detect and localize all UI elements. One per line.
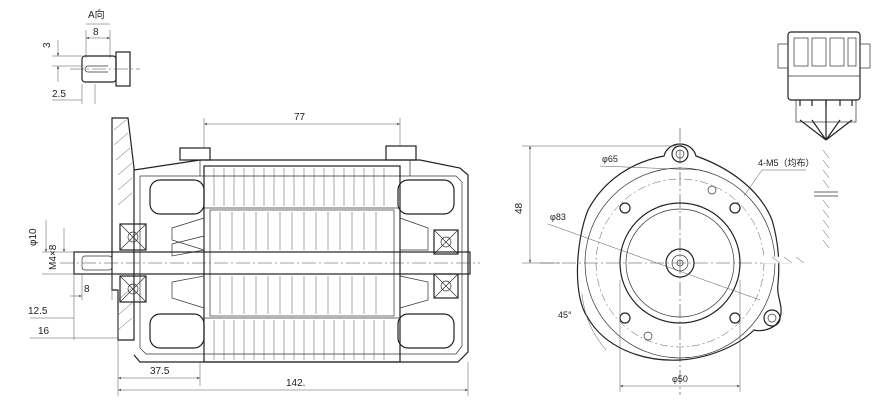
dim-overall-length: 142. xyxy=(286,378,305,389)
front-end-view: φ65 φ83 4-M5（均布） 48 45° φ50 xyxy=(514,31,871,395)
dim-shaft-diameter: φ10 xyxy=(28,228,39,246)
dim-thread: M4×8 xyxy=(48,244,59,270)
dim-angle: 45° xyxy=(558,310,572,320)
rotor-lamination-lines xyxy=(219,212,377,314)
dim-hole-circle-1: φ65 xyxy=(602,154,618,164)
a-view-detail: A向 8 3 2.5 xyxy=(42,8,140,104)
rear-bearing xyxy=(433,229,459,299)
dim-shaft-extension: 16 xyxy=(38,326,50,337)
dim-mount-holes: 4-M5（均布） xyxy=(758,157,815,168)
dim-center-height: 48 xyxy=(514,202,525,214)
dim-hole-circle-2: φ83 xyxy=(550,212,566,222)
a-view-label: A向 xyxy=(88,8,105,21)
side-section-view: 77 φ10 M4×8 8 12.5 16 37.5 142. xyxy=(28,112,480,396)
dim-stator-length: 77 xyxy=(294,112,306,123)
dim-key-offset: 2.5 xyxy=(52,89,66,100)
dim-pilot-diameter: φ50 xyxy=(672,374,688,384)
dim-flange-offset: 37.5 xyxy=(150,366,170,377)
stator-lamination-lines xyxy=(213,168,385,360)
dim-shaft-step: 12.5 xyxy=(28,306,48,317)
front-bearing xyxy=(119,223,147,303)
mount-hole-group xyxy=(619,185,741,341)
dim-key-length: 8 xyxy=(84,284,90,295)
dim-key-width: 8 xyxy=(93,27,99,38)
front-flange-outline xyxy=(576,143,782,361)
connector-plug xyxy=(777,31,871,101)
dim-key-depth: 3 xyxy=(42,42,53,48)
